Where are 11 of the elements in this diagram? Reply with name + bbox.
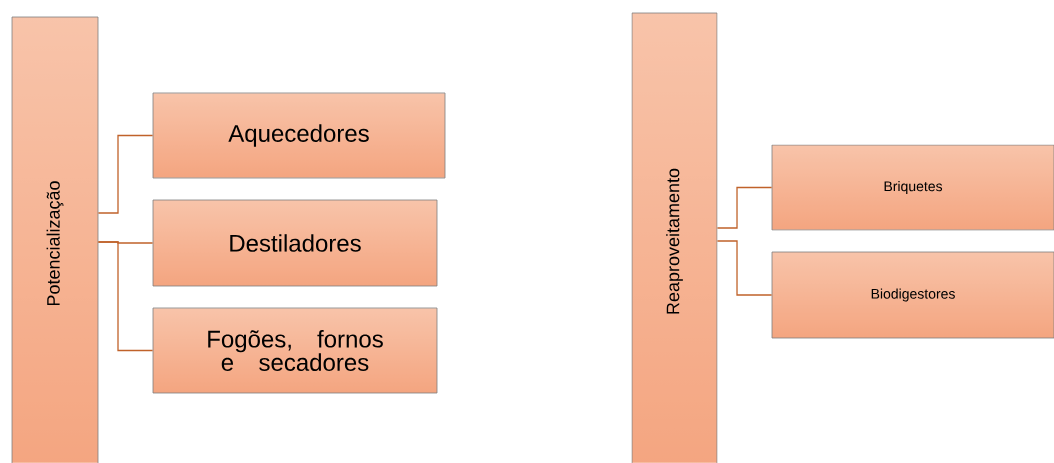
- item-box: Briquetes: [771, 144, 1054, 231]
- item-box: Aquecedores: [152, 92, 446, 179]
- item-box: Destiladores: [152, 199, 438, 287]
- category-bar: Potencialização: [11, 16, 99, 463]
- category-bar: Reaproveitamento: [631, 12, 718, 463]
- connector: [716, 240, 773, 296]
- connector: [716, 186, 773, 229]
- connector: [97, 241, 154, 352]
- item-box: Fogões, fornos e secadores: [152, 307, 438, 394]
- connector: [97, 134, 154, 214]
- item-box: Biodigestores: [771, 251, 1054, 339]
